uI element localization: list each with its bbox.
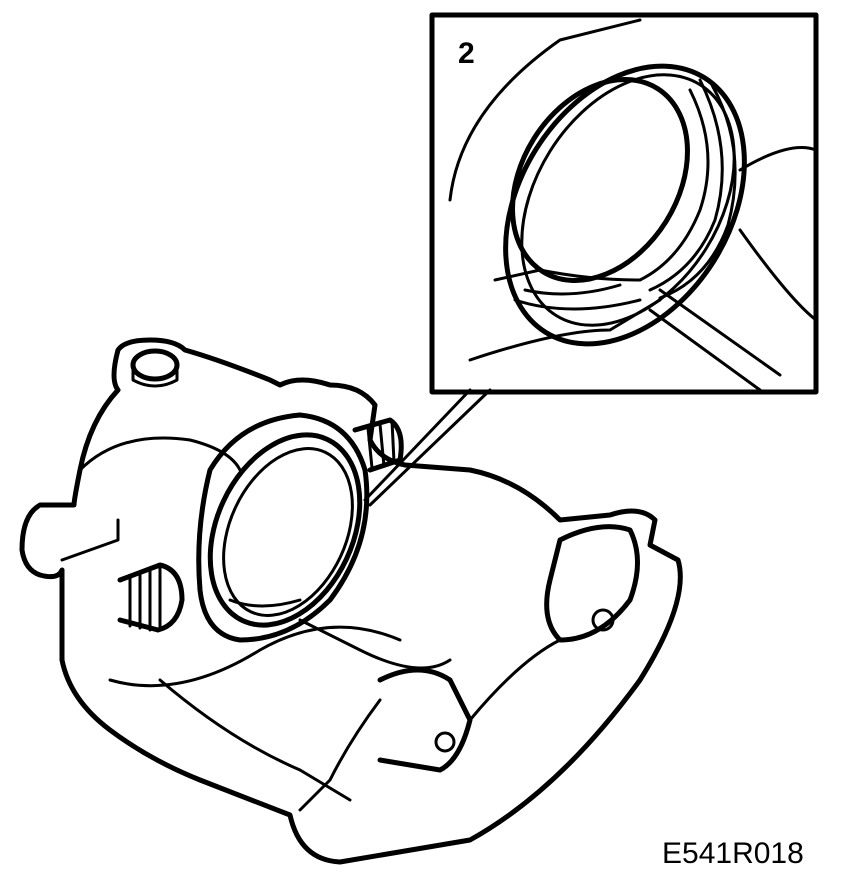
figure-code-label: E541R018 [662,837,804,870]
callout-leader [363,388,492,507]
piston-bore [196,412,370,643]
caliper-body [19,337,683,865]
detail-inset [429,12,819,395]
step-number-label: 2 [458,37,475,70]
